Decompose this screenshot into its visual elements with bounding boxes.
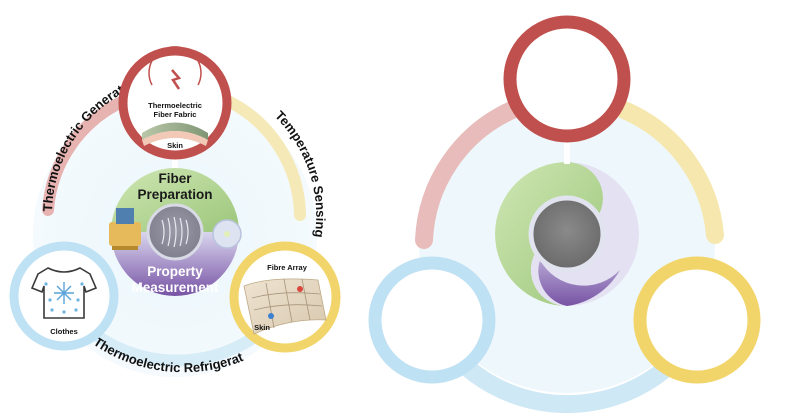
right-node-title: Fibre Array xyxy=(267,263,308,272)
left-node-label: Clothes xyxy=(50,327,78,336)
hub-label-preparation: Preparation xyxy=(137,187,212,202)
node-clothes: Clothes xyxy=(9,241,119,351)
right-arc-red xyxy=(415,101,521,249)
right-node-top-ring xyxy=(503,15,631,143)
right-hub-core xyxy=(528,195,606,273)
right-node-left-ring xyxy=(368,256,496,384)
hub-fiber-coil-icon xyxy=(161,216,189,248)
snowflake-icon xyxy=(54,282,74,304)
hot-spot-marker xyxy=(297,286,303,292)
hub-green-half xyxy=(111,168,239,232)
hub-purple-half xyxy=(111,232,239,296)
right-hub-purple xyxy=(538,234,639,306)
lightning-icon xyxy=(171,69,182,90)
hub-label-fiber: Fiber xyxy=(158,171,192,186)
hub-core xyxy=(146,203,204,261)
left-arc-yellow xyxy=(220,94,306,221)
hub-label-property: Property xyxy=(147,264,203,279)
left-hub: Fiber Preparation Property Measurement xyxy=(109,168,242,296)
top-node-label-line2: Fiber Fabric xyxy=(154,110,197,119)
node-temperature-sensing: Fibre Array Skin xyxy=(229,241,341,353)
right-node-right-ring xyxy=(633,256,761,384)
hub-label-measurement: Measurement xyxy=(131,280,219,295)
left-arc-blue xyxy=(86,326,256,367)
top-node-skin-label: Skin xyxy=(167,141,183,150)
node-thermoelectric-generator: Thermoelectric Fiber Fabric Skin xyxy=(118,46,232,160)
right-arc-blue xyxy=(461,361,673,414)
left-arc-red xyxy=(42,94,132,216)
right-arc-yellow xyxy=(615,101,724,244)
top-node-label-line1: Thermoelectric xyxy=(148,101,202,110)
hub-apparatus-icon xyxy=(109,208,141,250)
right-diagram xyxy=(368,15,761,414)
left-diagram: Thermoelectric Generator Temperature Sen… xyxy=(0,0,341,377)
right-hub xyxy=(495,162,639,306)
cold-spot-marker xyxy=(268,313,274,319)
right-node-skin-label: Skin xyxy=(254,323,270,332)
fabric-icon xyxy=(142,122,208,140)
